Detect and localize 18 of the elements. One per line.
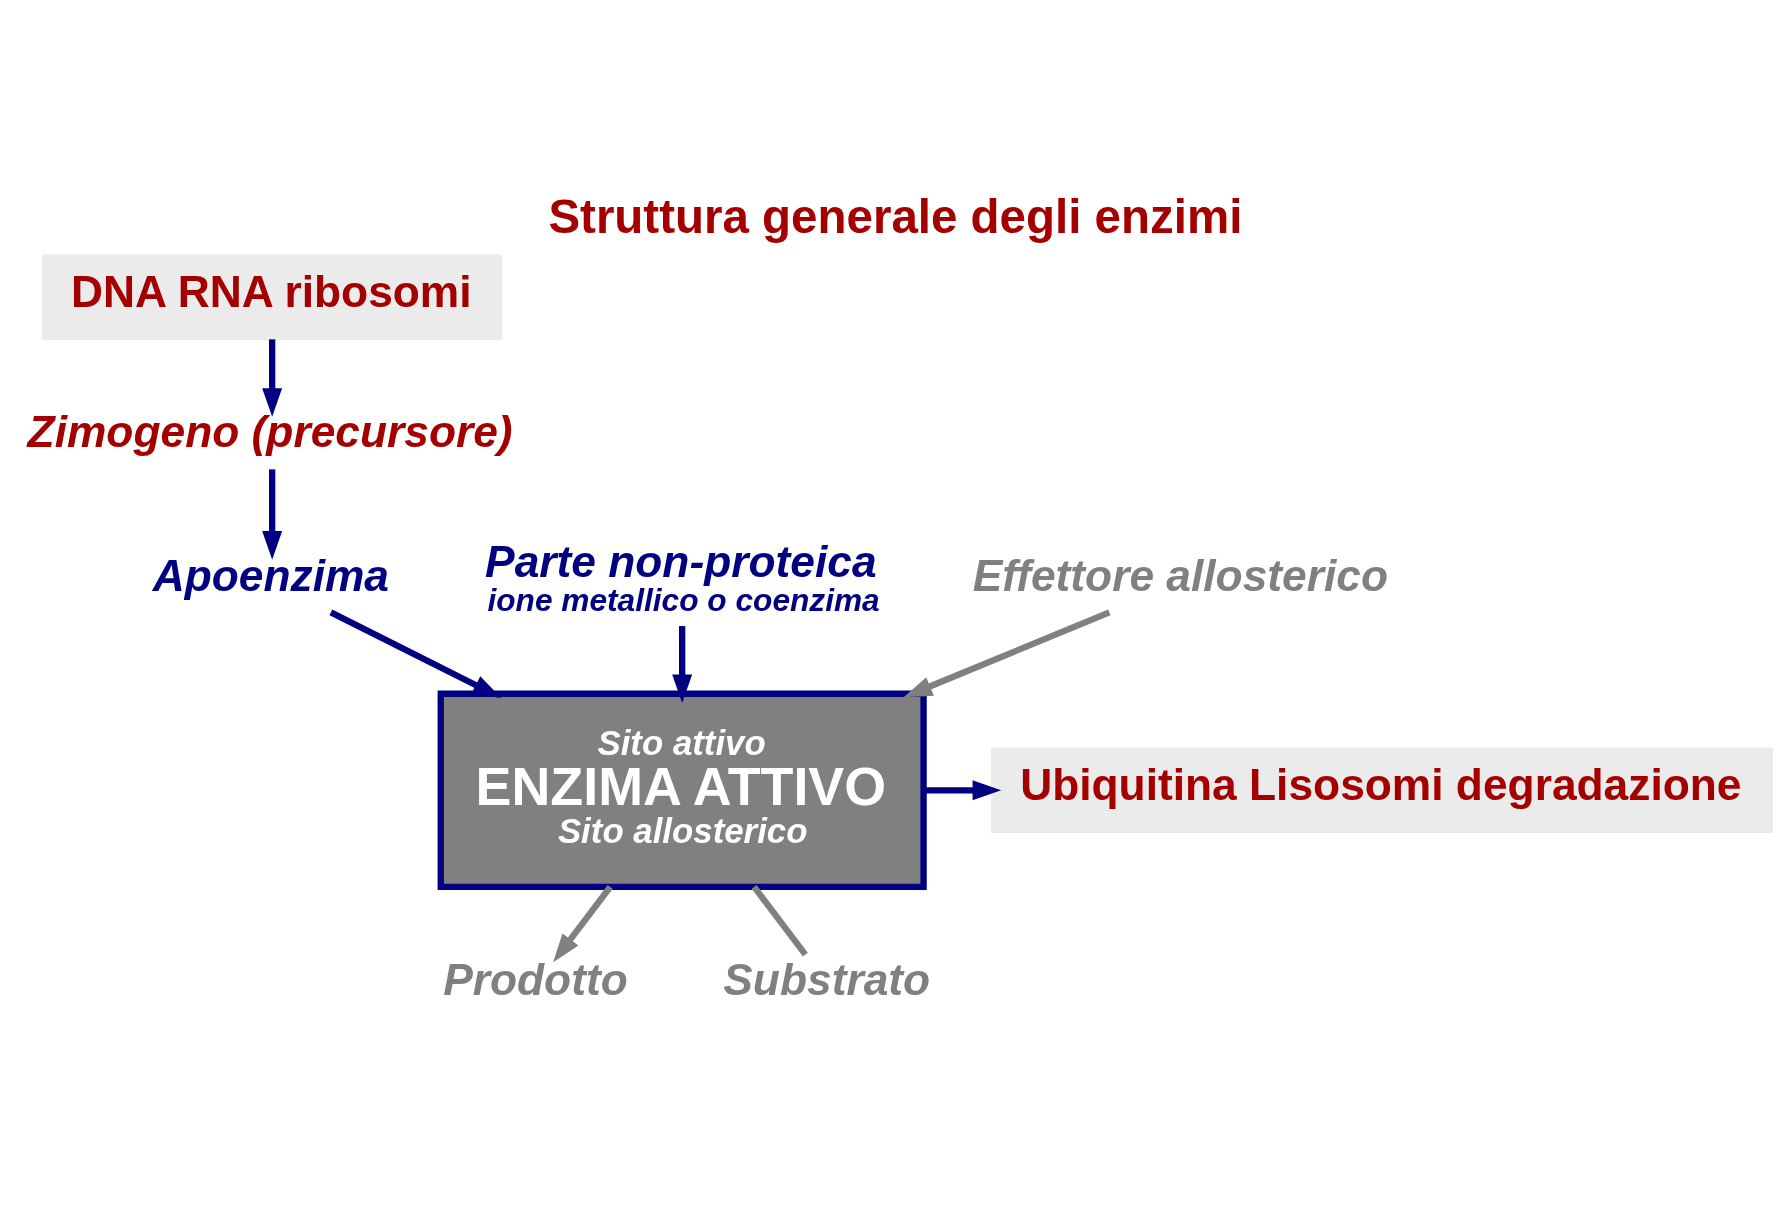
arrow bbox=[329, 609, 502, 698]
node-box: Ubiquitina Lisosomi degradazione bbox=[990, 747, 1773, 833]
arrow bbox=[924, 779, 1002, 800]
arrow bbox=[262, 338, 283, 417]
node-box: Sito attivo ENZIMA ATTIVO Sito allosterico bbox=[437, 690, 927, 890]
node-text: Effettore allosterico bbox=[972, 550, 1388, 600]
connector bbox=[751, 884, 808, 956]
arrow bbox=[672, 625, 693, 703]
diagram-title: Struttura generale degli enzimi bbox=[548, 189, 1243, 243]
node-box: DNA RNA ribosomi bbox=[41, 253, 503, 340]
node-text: Prodotto bbox=[443, 954, 628, 1004]
arrow bbox=[553, 884, 613, 962]
node-text: Substrato bbox=[723, 954, 931, 1004]
node-text: Apoenzima bbox=[152, 550, 390, 600]
node-text: Parte non-proteica ione metallico o coenzima bbox=[485, 536, 880, 618]
node-text: Zimogeno (precursore) bbox=[27, 406, 513, 456]
arrow bbox=[262, 468, 283, 560]
arrow bbox=[903, 609, 1111, 697]
